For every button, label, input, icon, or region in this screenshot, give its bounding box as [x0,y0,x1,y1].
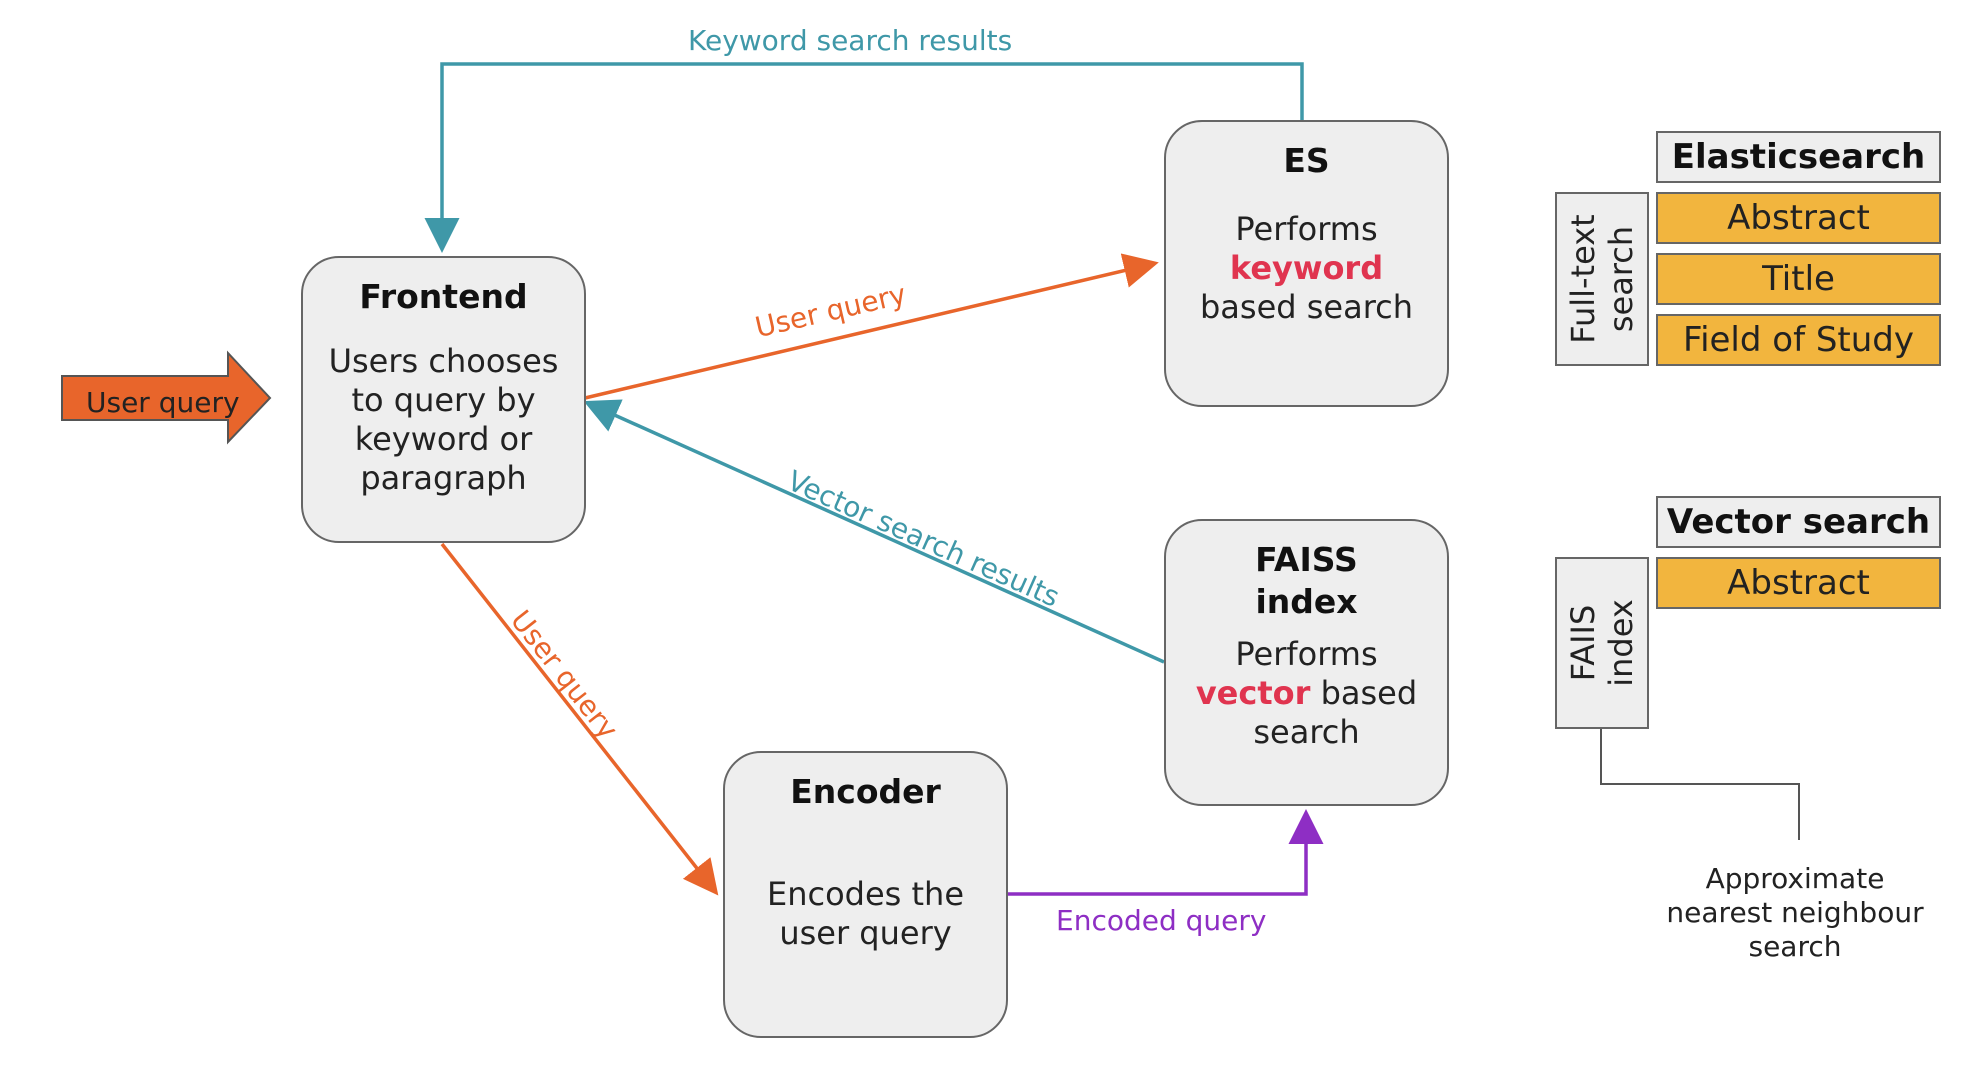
faiss-desc-line: Performs [1235,635,1378,673]
frontend-desc-line: paragraph [360,459,527,497]
annotation-connector [1600,728,1800,840]
frontend-desc-line: Users chooses [328,342,559,380]
frontend-desc-line: keyword or [354,420,533,458]
ann-search-annotation: Approximate nearest neighbour search [1645,862,1945,964]
elasticsearch-header: Elasticsearch [1656,131,1941,183]
faiss-title-line: index [1255,582,1358,621]
full-text-search-label-box: Full-text search [1555,192,1649,366]
es-title: ES [1283,141,1330,180]
encoder-desc-line: Encodes the [766,875,965,913]
edge-user-query-to-encoder [440,542,719,896]
edge-label-keyword-search-results: Keyword search results [688,24,1013,57]
faiis-index-label-line: index [1602,599,1640,687]
frontend-desc-line: to query by [351,381,536,419]
es-node: ES Performs keyword based search [1164,120,1449,407]
faiis-index-label-box: FAIIS index [1555,557,1649,729]
edge-keyword-search-results [424,62,1304,253]
frontend-node: Frontend Users chooses to query by keywo… [301,256,586,543]
edge-label-encoded-query: Encoded query [1056,904,1267,937]
edge-user-query-to-es [584,253,1159,400]
elasticsearch-field: Field of Study [1656,314,1941,366]
elasticsearch-field: Abstract [1656,192,1941,244]
es-desc-line: based search [1199,288,1414,326]
frontend-title: Frontend [359,277,528,316]
edge-encoded-query [1008,809,1324,896]
faiss-title-line: FAISS [1255,540,1358,579]
user-query-input-label: User query [86,386,240,419]
annotation-line: Approximate [1705,862,1885,895]
edge-vector-search-results [583,399,1165,664]
faiss-desc-highlight: vector [1195,674,1311,712]
faiss-desc-line: search [1253,713,1360,751]
full-text-search-label-line: Full-text [1564,214,1602,344]
faiss-desc-rest: based [1310,674,1418,712]
faiss-index-node: FAISS index Performs vector based search [1164,519,1449,806]
es-desc-highlight: keyword [1229,249,1384,287]
encoder-node: Encoder Encodes the user query [723,751,1008,1038]
annotation-line: nearest neighbour [1666,896,1924,929]
vector-search-header: Vector search [1656,496,1941,548]
user-query-input-arrow [61,350,272,445]
faiis-index-label-line: FAIIS [1564,604,1602,682]
encoder-desc-line: user query [779,914,952,952]
full-text-search-label-line: search [1602,225,1640,333]
encoder-title: Encoder [790,772,941,811]
vector-search-field: Abstract [1656,557,1941,609]
elasticsearch-field: Title [1656,253,1941,305]
annotation-line: search [1748,930,1842,963]
es-desc-line: Performs [1235,210,1378,248]
